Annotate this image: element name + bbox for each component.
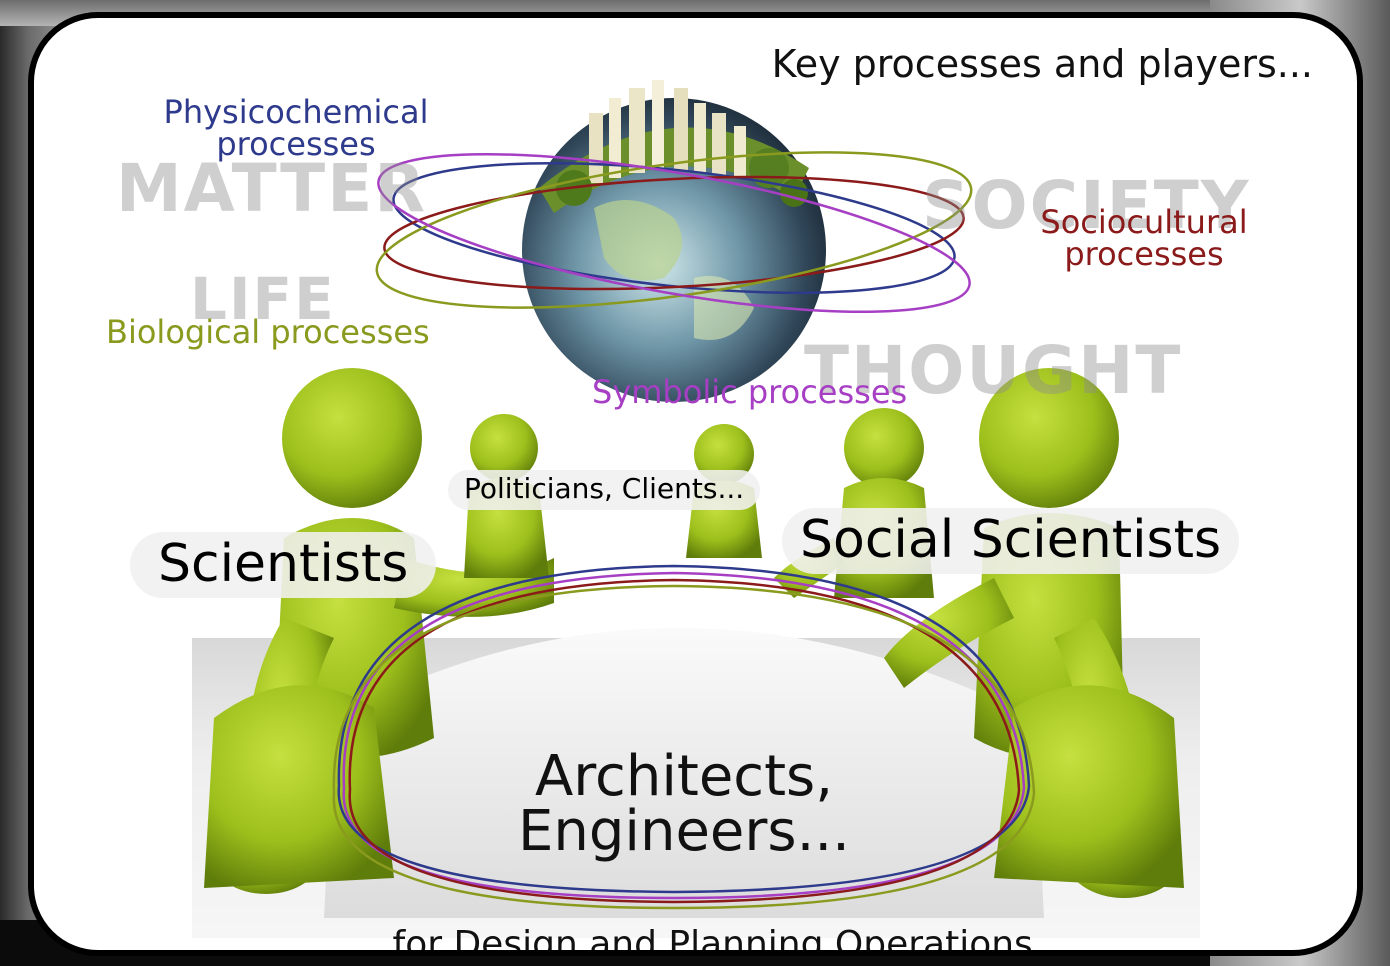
sociocultural-orbit bbox=[383, 175, 965, 291]
label-politicians: Politicians, Clients... bbox=[448, 470, 761, 510]
meeting-table bbox=[324, 628, 1044, 918]
hand-right-foreground bbox=[994, 685, 1184, 888]
label-biological: Biological processes bbox=[106, 313, 430, 351]
table-orbit-purple bbox=[342, 571, 1026, 900]
footer-caption: ...for Design and Planning Operations bbox=[358, 924, 1033, 956]
watermark-life: LIFE bbox=[190, 265, 336, 333]
watermark-thought: THOUGHT bbox=[804, 332, 1183, 409]
watermark-matter: MATTER bbox=[116, 150, 428, 227]
sociocultural-line1: Sociocultural bbox=[1040, 203, 1248, 241]
label-sociocultural: Sociocultural processes bbox=[1009, 206, 1279, 270]
architects-line2: Engineers... bbox=[518, 798, 850, 864]
architects-line1: Architects, bbox=[534, 744, 834, 809]
label-symbolic: Symbolic processes bbox=[592, 373, 908, 411]
process-orbits bbox=[375, 151, 973, 314]
label-architects-engineers: Architects, Engineers... bbox=[454, 744, 914, 864]
watermark-society: SOCIETY bbox=[922, 167, 1251, 244]
page-title: Key processes and players... bbox=[771, 42, 1313, 86]
table-orbit-red bbox=[348, 578, 1021, 904]
hand-left-foreground bbox=[204, 685, 394, 888]
label-scientists: Scientists bbox=[130, 532, 437, 598]
table-orbits bbox=[332, 564, 1036, 910]
physicochemical-orbit bbox=[392, 161, 956, 295]
sociocultural-line2: processes bbox=[1064, 235, 1224, 273]
physicochemical-line2: processes bbox=[216, 125, 376, 163]
table-orbit-blue bbox=[337, 564, 1031, 894]
table-orbit-green bbox=[332, 584, 1036, 910]
label-social-scientists: Social Scientists bbox=[782, 508, 1240, 574]
diagram-card: MATTER SOCIETY LIFE THOUGHT Key processe… bbox=[28, 12, 1363, 956]
globe-icon bbox=[522, 80, 826, 402]
physicochemical-line1: Physicochemical bbox=[163, 93, 429, 131]
symbolic-orbit bbox=[377, 152, 971, 314]
label-physicochemical: Physicochemical processes bbox=[126, 96, 466, 160]
